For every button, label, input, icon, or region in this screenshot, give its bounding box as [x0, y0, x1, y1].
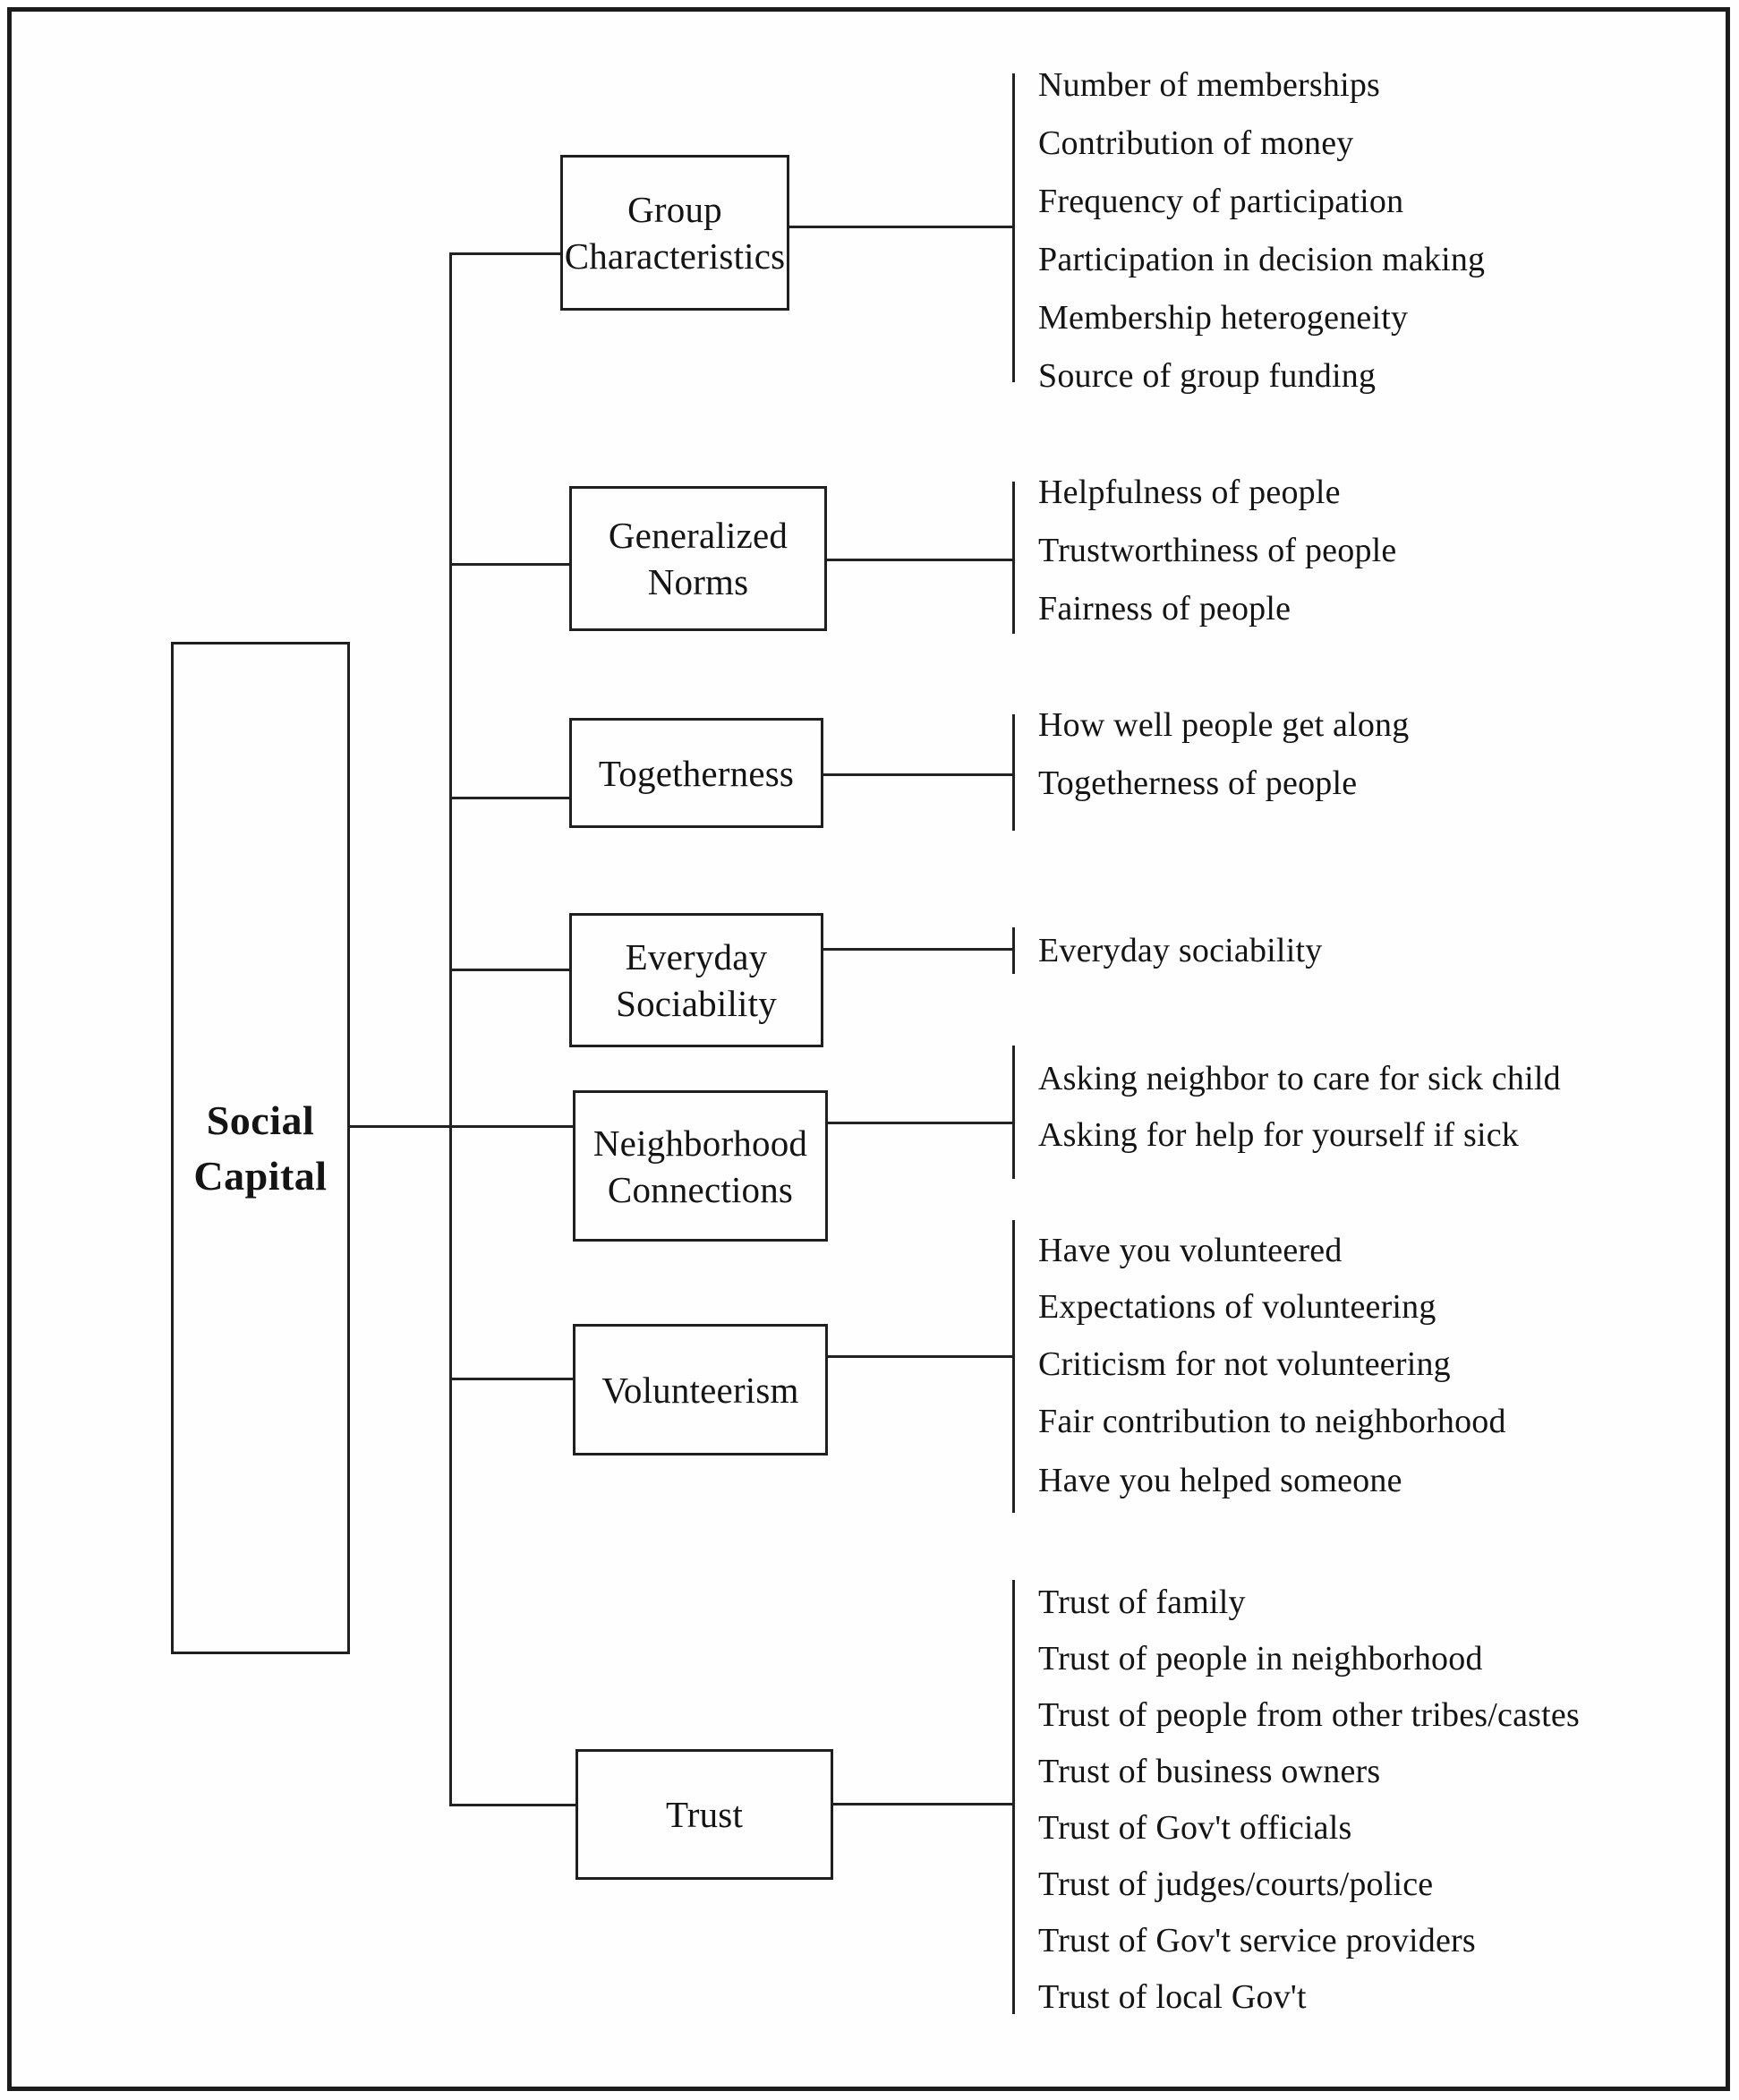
indicator-item: Trust of Gov't officials	[1038, 1809, 1352, 1847]
connector-line-group-characteristics	[789, 226, 1015, 228]
bracket-line-trust	[1012, 1580, 1015, 2014]
connector-line-neighborhood-connections	[828, 1122, 1015, 1124]
category-label-group-characteristics: Group Characteristics	[564, 189, 786, 277]
indicator-item: Membership heterogeneity	[1038, 299, 1409, 337]
indicator-item: Contribution of money	[1038, 124, 1354, 162]
indicator-item: Helpfulness of people	[1038, 474, 1341, 511]
indicator-item: Asking for help for yourself if sick	[1038, 1116, 1519, 1154]
branch-line-generalized-norms	[449, 563, 572, 566]
indicator-item: Frequency of participation	[1038, 183, 1404, 220]
indicator-item: Trust of people in neighborhood	[1038, 1640, 1483, 1677]
indicator-item: Trust of judges/courts/police	[1038, 1865, 1434, 1903]
indicator-item: Source of group funding	[1038, 357, 1377, 395]
indicator-item: Number of memberships	[1038, 66, 1381, 104]
trunk-line	[449, 252, 452, 1806]
indicator-item: Trust of people from other tribes/castes	[1038, 1696, 1580, 1734]
bracket-line-group-characteristics	[1012, 73, 1015, 382]
category-box-everyday-sociability: Everyday Sociability	[569, 913, 823, 1047]
connector-line-togetherness	[823, 773, 1015, 776]
indicator-item: Fairness of people	[1038, 590, 1291, 627]
category-box-trust: Trust	[575, 1749, 833, 1880]
connector-line-generalized-norms	[827, 559, 1015, 561]
category-label-everyday-sociability: Everyday Sociability	[616, 936, 777, 1024]
social-capital-label: Social Capital	[193, 1097, 328, 1199]
indicator-item: Togetherness of people	[1038, 764, 1358, 802]
category-label-trust: Trust	[665, 1794, 744, 1835]
category-label-generalized-norms: Generalized Norms	[608, 515, 789, 602]
indicator-item: Trust of Gov't service providers	[1038, 1922, 1476, 1959]
social-capital-root-box: Social Capital	[171, 642, 350, 1654]
indicator-item: Participation in decision making	[1038, 241, 1486, 278]
branch-line-volunteerism	[449, 1378, 575, 1380]
category-box-volunteerism: Volunteerism	[573, 1324, 828, 1455]
branch-line-everyday-sociability	[449, 969, 572, 971]
category-label-volunteerism: Volunteerism	[601, 1369, 799, 1411]
connector-line-everyday-sociability	[823, 948, 1015, 951]
branch-line-neighborhood-connections	[350, 1125, 575, 1128]
indicator-item: Have you helped someone	[1038, 1462, 1402, 1499]
category-box-generalized-norms: Generalized Norms	[569, 486, 827, 631]
bracket-line-neighborhood-connections	[1012, 1046, 1015, 1179]
bracket-line-generalized-norms	[1012, 482, 1015, 634]
bracket-line-volunteerism	[1012, 1220, 1015, 1513]
indicator-item: How well people get along	[1038, 706, 1410, 744]
indicator-item: Expectations of volunteering	[1038, 1288, 1436, 1326]
indicator-item: Have you volunteered	[1038, 1232, 1343, 1269]
diagram-frame	[7, 7, 1730, 2091]
branch-line-trust	[449, 1804, 578, 1806]
category-box-togetherness: Togetherness	[569, 718, 823, 828]
indicator-item: Trust of family	[1038, 1584, 1246, 1621]
bracket-line-everyday-sociability	[1012, 927, 1015, 974]
indicator-item: Asking neighbor to care for sick child	[1038, 1060, 1561, 1097]
branch-line-group-characteristics	[449, 252, 563, 255]
indicator-item: Everyday sociability	[1038, 932, 1323, 969]
indicator-item: Trustworthiness of people	[1038, 532, 1397, 569]
indicator-item: Fair contribution to neighborhood	[1038, 1403, 1506, 1440]
indicator-item: Criticism for not volunteering	[1038, 1345, 1451, 1383]
connector-line-volunteerism	[828, 1355, 1015, 1358]
bracket-line-togetherness	[1012, 714, 1015, 831]
category-box-group-characteristics: Group Characteristics	[560, 155, 789, 311]
branch-line-togetherness	[449, 797, 572, 799]
indicator-item: Trust of local Gov't	[1038, 1978, 1307, 2016]
indicator-item: Trust of business owners	[1038, 1753, 1381, 1790]
connector-line-trust	[833, 1803, 1015, 1805]
category-box-neighborhood-connections: Neighborhood Connections	[573, 1090, 828, 1242]
category-label-neighborhood-connections: Neighborhood Connections	[592, 1122, 808, 1210]
category-label-togetherness: Togetherness	[598, 752, 795, 794]
